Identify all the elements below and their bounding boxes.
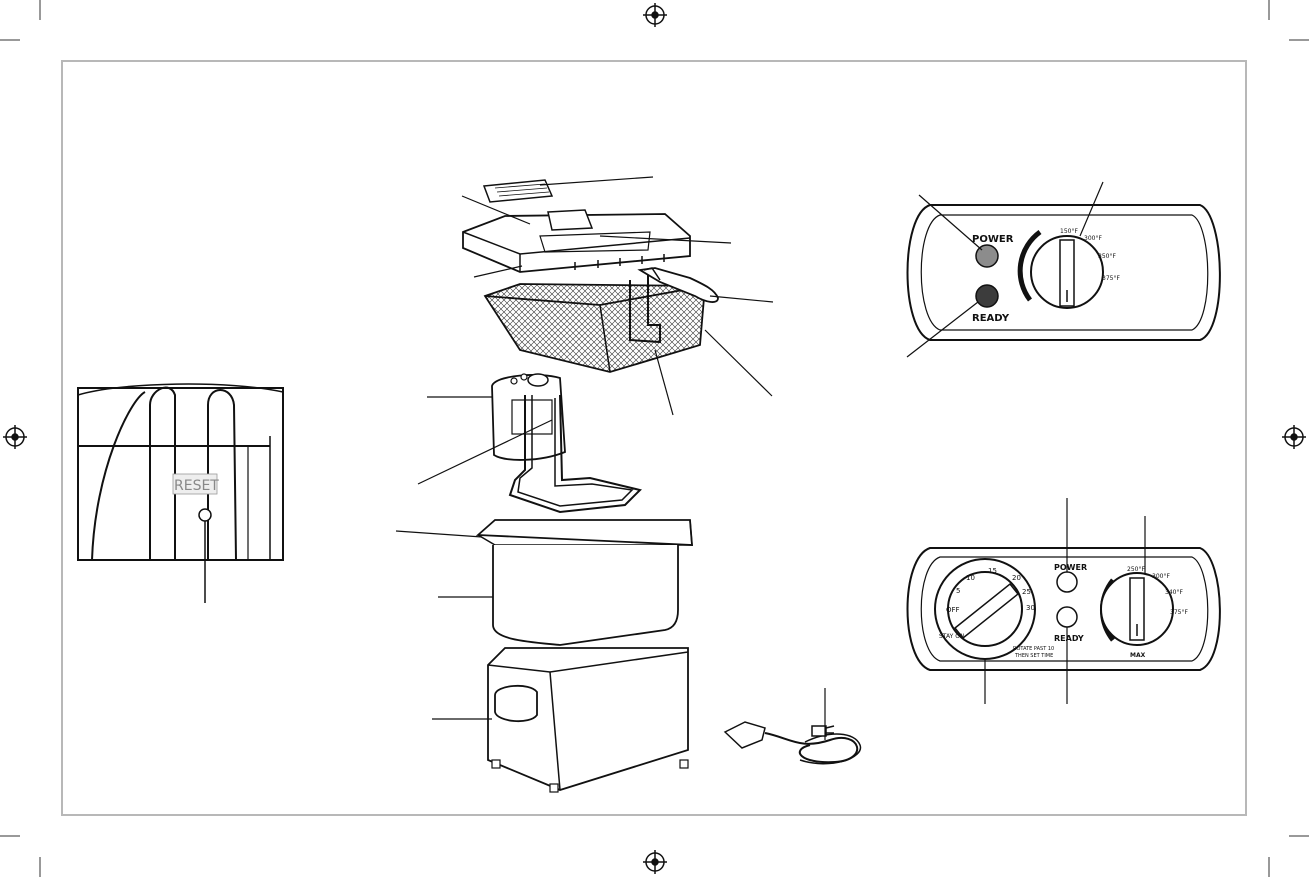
- reset-inset: RESET: [78, 384, 283, 603]
- dial-mark-3: 350°F: [1098, 253, 1116, 260]
- temp-mark-4: 375°F: [1170, 609, 1188, 616]
- control-panel-bottom: 5 10 15 20 25 30 OFF STAY ON ROTATE PAST…: [908, 498, 1220, 704]
- oil-container: [396, 520, 692, 645]
- power-light-label: POWER: [972, 234, 1014, 245]
- ready-light-label: READY: [972, 313, 1010, 324]
- timer-mark-5: 5: [956, 587, 960, 595]
- timer-mark-off: OFF: [946, 606, 960, 614]
- registration-mark-top: [643, 3, 667, 27]
- timer-note-line2: THEN SET TIME: [1014, 653, 1053, 659]
- ready-light: [976, 285, 998, 307]
- dial-mark-2: 300°F: [1084, 235, 1102, 242]
- timer-mark-30: 30: [1026, 604, 1035, 612]
- timer-note-line1: ROTATE PAST 10: [1013, 646, 1054, 652]
- timer-mark-15: 15: [988, 567, 997, 575]
- temp-mark-max: MAX: [1130, 652, 1146, 659]
- temp-mark-3: 340°F: [1165, 589, 1183, 596]
- power-cord: [725, 688, 860, 764]
- timer-mark-stay-on: STAY ON: [939, 633, 964, 640]
- ready-light-label-2: READY: [1054, 634, 1084, 643]
- timer-mark-25: 25: [1022, 588, 1031, 596]
- control-module: [418, 374, 640, 512]
- power-light-2: [1057, 572, 1077, 592]
- control-panel-top: POWER READY 150°F 300°F 350°F 375°F: [907, 182, 1220, 357]
- dial-mark-1: 150°F: [1060, 228, 1078, 235]
- timer-mark-10: 10: [966, 574, 975, 582]
- dial-mark-4: 375°F: [1102, 275, 1120, 282]
- temp-mark-1: 250°F: [1127, 566, 1145, 573]
- registration-mark-right: [1282, 425, 1306, 449]
- reset-label: RESET: [174, 478, 219, 494]
- ready-light-2: [1057, 607, 1077, 627]
- housing: [432, 648, 688, 792]
- lid: [462, 196, 731, 277]
- temp-mark-2: 300°F: [1152, 573, 1170, 580]
- registration-mark-left: [3, 425, 27, 449]
- power-light-label-2: POWER: [1054, 563, 1087, 572]
- timer-mark-20: 20: [1012, 574, 1021, 582]
- filter-cover: [484, 177, 653, 202]
- reset-button: [199, 509, 211, 521]
- registration-mark-bottom: [643, 850, 667, 874]
